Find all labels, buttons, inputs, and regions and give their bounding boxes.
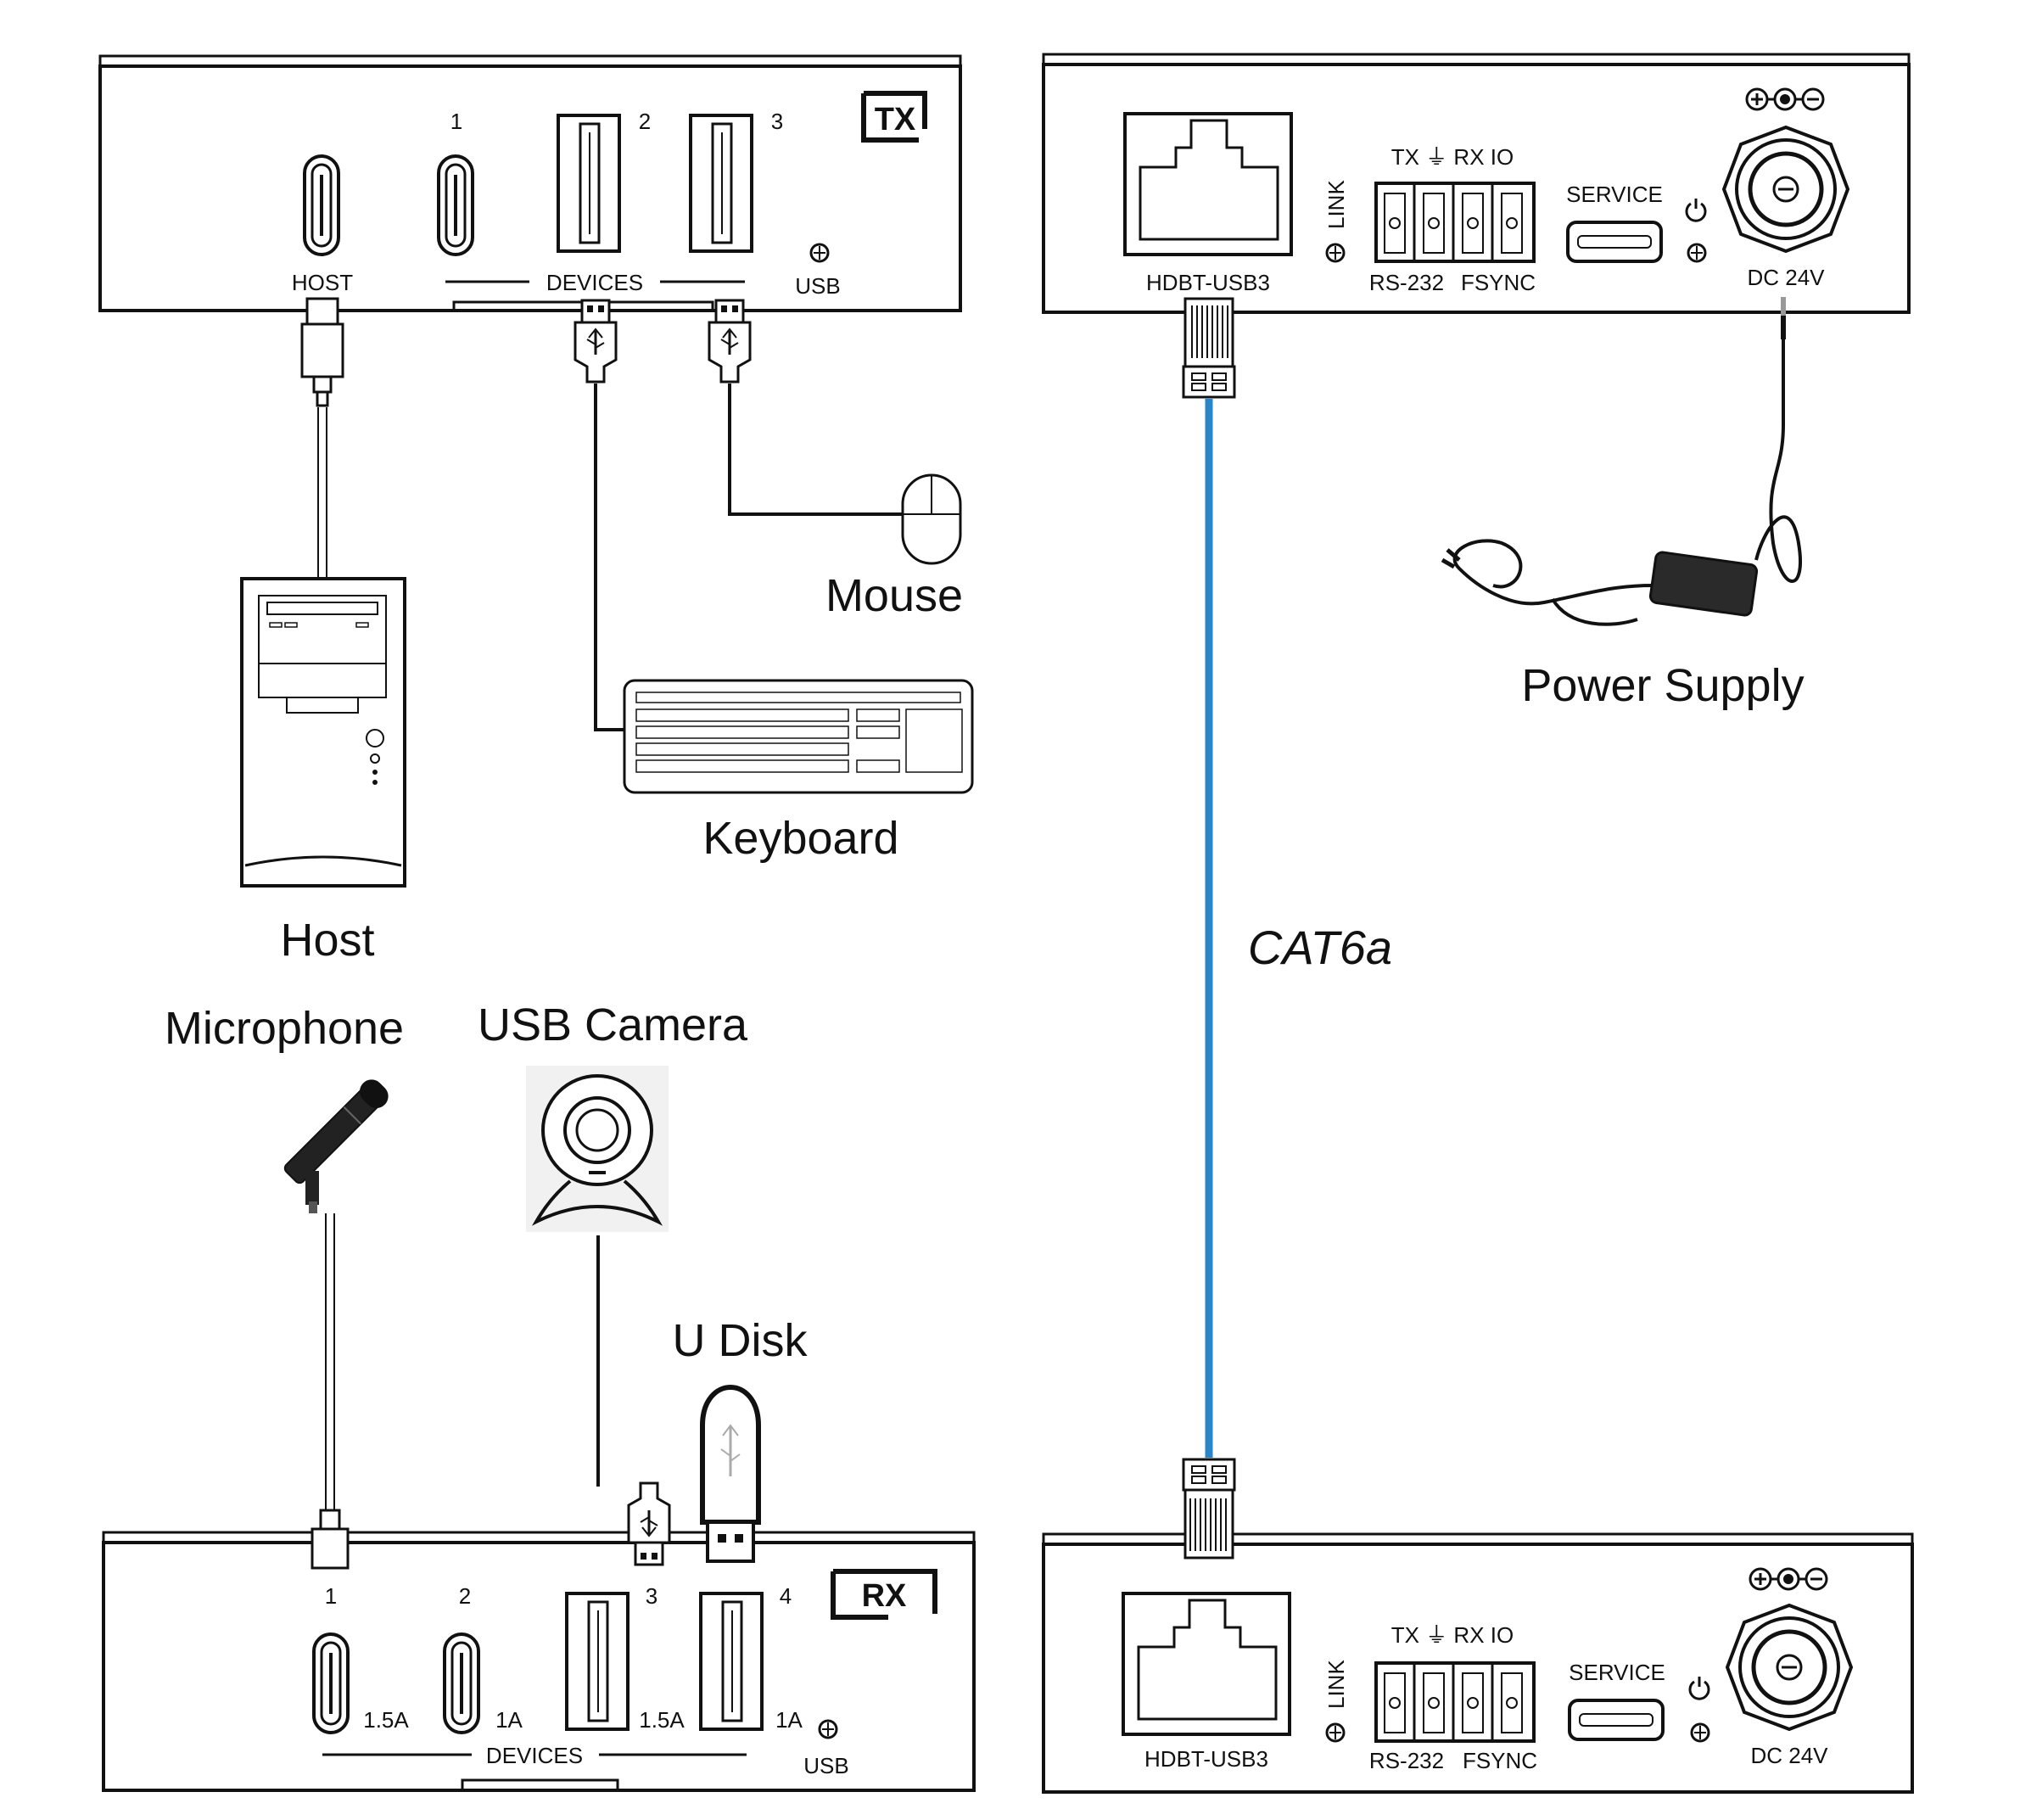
tx-host-port[interactable]: [303, 154, 340, 256]
tx-rj45-plug: [1182, 297, 1236, 399]
tx-terminal-top-label: TX ⏚ RX IO: [1391, 144, 1514, 170]
u-disk-icon: [700, 1385, 761, 1563]
rx-service-label: SERVICE: [1569, 1660, 1665, 1685]
power-supply-icon: [1441, 539, 1759, 626]
rx-port-current-2: 1A: [495, 1707, 523, 1733]
rx-rs232-terminal[interactable]: [1374, 1661, 1536, 1743]
tx-service-port[interactable]: [1566, 221, 1663, 263]
rx-dc-jack[interactable]: [1727, 1605, 1851, 1729]
keyboard-icon: [623, 679, 974, 794]
tx-hdbt-port[interactable]: [1123, 112, 1293, 256]
tx-hdbt-label: HDBT-USB3: [1146, 270, 1270, 295]
rx-port-number-2: 2: [459, 1583, 471, 1609]
microphone-cable: [311, 1213, 350, 1570]
mouse-cable: [708, 299, 903, 516]
rx-device-port-3[interactable]: [565, 1592, 630, 1731]
camera-cable: [596, 1235, 671, 1566]
svg-text:RX: RX: [862, 1578, 907, 1614]
rx-usb-led-icon: [818, 1719, 838, 1739]
tx-unit: TX 1 2 3 HOST DEVICES USB: [98, 54, 962, 312]
svg-text:TX: TX: [875, 102, 916, 137]
keyboard-label: Keyboard: [702, 813, 898, 864]
tx-rs232-label: RS-232: [1369, 270, 1444, 295]
rx-power-led-icon: [1690, 1722, 1710, 1743]
rx-rj45-plug: [1182, 1458, 1236, 1560]
rx-back-unit: HDBT-USB3 LINK TX ⏚ RX IO RS-232 FSYNC S…: [1042, 1532, 1914, 1794]
tx-power-led-icon: [1687, 243, 1707, 263]
tx-polarity-icon: [1745, 87, 1825, 111]
tx-rs232-terminal[interactable]: [1374, 182, 1536, 263]
rx-device-port-2[interactable]: [443, 1632, 480, 1734]
microphone-icon: [283, 1079, 389, 1213]
tx-device-port-1[interactable]: [437, 154, 474, 256]
host-cable: [300, 297, 344, 577]
rx-service-port[interactable]: [1568, 1699, 1665, 1741]
usb-camera-label: USB Camera: [478, 1000, 748, 1050]
tx-usb-label: USB: [795, 273, 840, 299]
rx-terminal-top-label: TX ⏚ RX IO: [1391, 1622, 1514, 1648]
rx-unit: RX 1 2 3 4 1.5A 1A 1.5A 1A DEVICES USB: [102, 1531, 976, 1792]
tx-port-number-1: 1: [450, 109, 462, 134]
keyboard-cable: [574, 299, 626, 731]
host-computer-icon: [240, 577, 406, 888]
tx-link-led-icon: [1325, 243, 1346, 263]
mouse-icon: [901, 473, 962, 565]
tx-device-port-2[interactable]: [557, 114, 621, 253]
rx-device-port-4[interactable]: [699, 1592, 764, 1731]
rx-port-number-3: 3: [646, 1583, 657, 1609]
rx-power-icon: [1688, 1675, 1710, 1700]
rx-device-port-1[interactable]: [312, 1632, 350, 1734]
u-disk-label: U Disk: [673, 1315, 809, 1366]
rx-badge: RX: [831, 1569, 937, 1620]
rx-port-current-4: 1A: [775, 1707, 803, 1733]
tx-service-label: SERVICE: [1566, 182, 1663, 207]
tx-usb-led-icon: [809, 243, 830, 263]
rx-dc-label: DC 24V: [1750, 1743, 1828, 1768]
rx-link-led-icon: [1325, 1722, 1346, 1743]
tx-port-number-2: 2: [639, 109, 651, 134]
tx-device-port-3[interactable]: [689, 114, 753, 253]
rx-polarity-icon: [1749, 1567, 1828, 1591]
host-label: Host: [280, 915, 374, 966]
tx-link-label: LINK: [1323, 180, 1349, 229]
rx-fsync-label: FSYNC: [1463, 1748, 1537, 1773]
tx-host-label: HOST: [292, 270, 353, 295]
rx-port-current-1: 1.5A: [363, 1707, 409, 1733]
rx-usb-label: USB: [803, 1753, 848, 1778]
power-cable: [1754, 297, 1802, 583]
rx-devices-label: DEVICES: [486, 1743, 583, 1768]
tx-dc-label: DC 24V: [1747, 265, 1825, 290]
rx-port-current-3: 1.5A: [639, 1707, 685, 1733]
rx-link-label: LINK: [1323, 1660, 1349, 1709]
tx-devices-label: DEVICES: [546, 270, 643, 295]
tx-dc-jack[interactable]: [1724, 127, 1848, 251]
tx-power-icon: [1685, 197, 1707, 222]
rx-port-number-1: 1: [325, 1583, 337, 1609]
rx-hdbt-label: HDBT-USB3: [1144, 1746, 1268, 1772]
usb-camera-icon: [526, 1066, 669, 1232]
tx-fsync-label: FSYNC: [1461, 270, 1536, 295]
mouse-label: Mouse: [825, 570, 963, 621]
rx-hdbt-port[interactable]: [1122, 1592, 1291, 1736]
cat6a-label: CAT6a: [1248, 921, 1392, 974]
rx-port-number-4: 4: [780, 1583, 792, 1609]
rx-rs232-label: RS-232: [1369, 1748, 1444, 1773]
cat6a-cable: CAT6a: [1182, 297, 1392, 1560]
power-supply-label: Power Supply: [1521, 660, 1804, 711]
microphone-label: Microphone: [165, 1003, 404, 1054]
tx-back-unit: HDBT-USB3 LINK TX ⏚ RX IO RS-232 FSYNC S…: [1042, 53, 1911, 314]
tx-badge: TX: [861, 91, 927, 143]
tx-port-number-3: 3: [771, 109, 783, 134]
